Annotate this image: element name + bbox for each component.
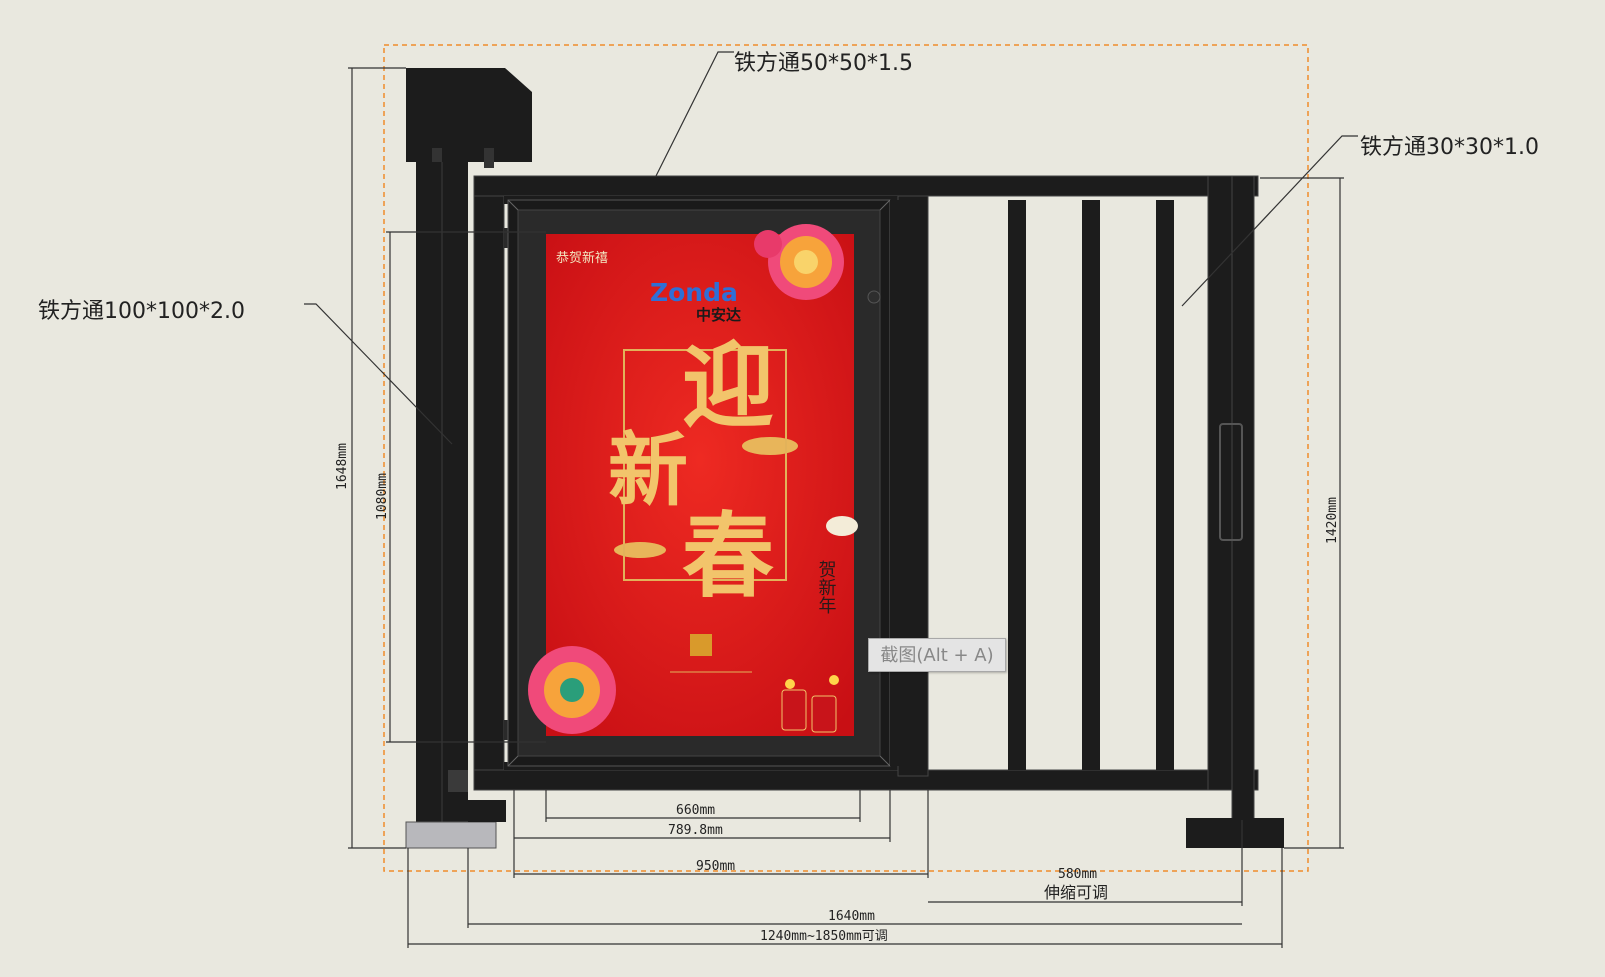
telescopic-bar-2 <box>1082 200 1100 770</box>
gate-left-upright <box>473 175 505 791</box>
leader-right-tube <box>1181 135 1358 307</box>
motor-housing <box>406 68 532 162</box>
dim-screen-width <box>545 790 861 822</box>
poster-title-3: 春 <box>682 502 774 610</box>
label-post-tube: 铁方通100*100*2.0 <box>38 299 245 324</box>
title-frame <box>623 349 787 581</box>
poster-title-2: 新 <box>608 423 688 517</box>
dim-door-width <box>513 790 929 878</box>
guide-box <box>383 44 1309 872</box>
left-base-plate <box>405 821 497 849</box>
housing-bracket-left <box>432 148 442 168</box>
bevel-corner-br <box>879 755 891 767</box>
lock-icon <box>867 290 881 304</box>
label-right-tube: 铁方通30*30*1.0 <box>1360 135 1539 160</box>
dim-gate-height-label: 1420mm <box>1325 497 1340 544</box>
dim-gate-length-label: 1640mm <box>828 909 875 924</box>
dim-panel-width <box>513 790 891 842</box>
cloud-ornament-icon <box>614 437 858 558</box>
dim-adjust-range-label: 1240mm~1850mm可调 <box>760 929 888 944</box>
top-rail <box>473 175 1259 197</box>
dim-screen-width-label: 660mm <box>676 803 715 818</box>
dim-telescopic-width <box>928 820 1243 906</box>
bottom-rail <box>473 769 1259 791</box>
label-top-tube: 铁方通50*50*1.5 <box>734 51 913 76</box>
leader-top-tube <box>655 51 734 177</box>
telescopic-bar-1 <box>1008 200 1026 770</box>
brand-latin: Zonda <box>650 278 738 307</box>
dim-adjust-range <box>407 848 1283 948</box>
dim-gate-length <box>467 848 1242 928</box>
brand-cn: 中安达 <box>696 306 741 324</box>
housing-bracket-right <box>484 148 494 168</box>
flower-bottom-left-icon <box>528 646 616 734</box>
dim-total-height-label: 1648mm <box>335 443 350 490</box>
poster-header: 恭贺新禧 <box>556 250 608 266</box>
middle-upright <box>897 195 929 777</box>
flower-top-right-icon <box>754 224 844 300</box>
post-hinge-plate <box>448 770 468 792</box>
bevel-corner-tr <box>879 199 891 211</box>
dim-panel-height-label: 1080mm <box>375 473 390 520</box>
firecracker-icon <box>781 675 839 733</box>
poster: 恭贺新禧 Zonda 中安达 迎 新 春 贺新年 <box>528 224 858 736</box>
middle-upright-left <box>890 200 900 766</box>
seal-icon <box>690 634 712 656</box>
screenshot-tooltip: 截图(Alt + A) <box>868 638 1006 672</box>
right-post-latch <box>1219 423 1243 541</box>
dim-total-height <box>348 67 406 849</box>
leader-post-tube <box>304 303 453 445</box>
dim-door-width-label: 950mm <box>696 859 735 874</box>
dim-telescopic-width-label: 580mm <box>1058 867 1097 882</box>
right-base-plate <box>1186 818 1284 848</box>
telescopic-bar-3 <box>1156 200 1174 770</box>
left-base-foot <box>468 800 506 822</box>
dim-telescopic-note: 伸缩可调 <box>1044 883 1108 902</box>
poster-title-1: 迎 <box>682 332 774 440</box>
dim-panel-height <box>386 231 546 743</box>
bevel-corner-bl <box>507 755 519 767</box>
bevel-corner-tl <box>507 199 519 211</box>
poster-side-text: 贺新年 <box>816 560 837 614</box>
dim-panel-width-label: 789.8mm <box>668 823 723 838</box>
